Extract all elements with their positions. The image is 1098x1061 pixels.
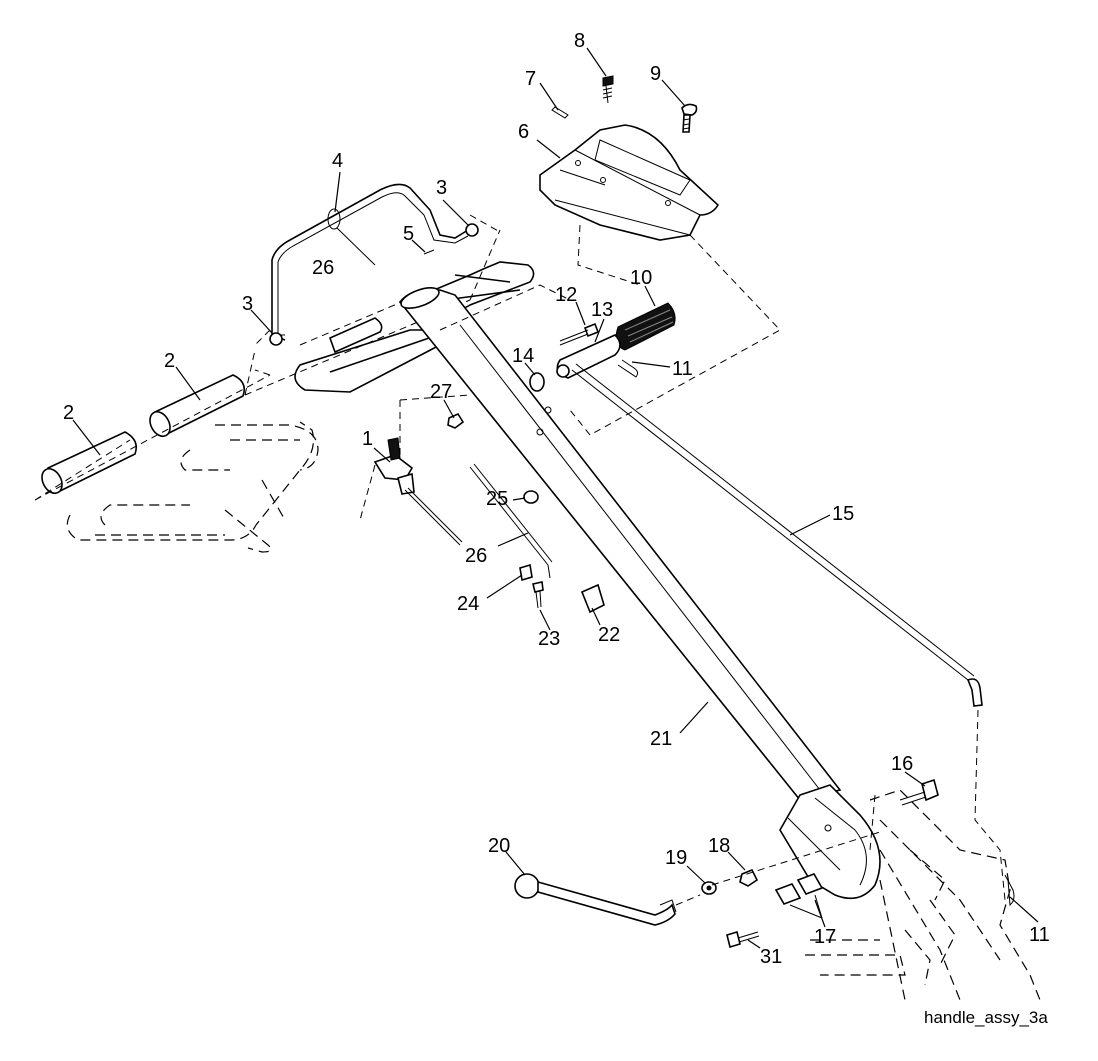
callout-20: 20 (488, 835, 510, 857)
pin-5 (423, 249, 435, 255)
callout-17: 17 (814, 926, 836, 948)
bolt-16 (899, 778, 939, 806)
hairpin-upper (617, 359, 639, 378)
bolt-31 (726, 930, 760, 949)
retainer-upper (465, 223, 479, 237)
grip-lower (41, 431, 138, 495)
callout-2-lower: 2 (63, 402, 74, 424)
callout-26-upper: 26 (312, 257, 334, 279)
callout-11-upper: 11 (672, 358, 693, 380)
pad-17a (774, 883, 802, 905)
lever-bracket (373, 437, 463, 546)
callout-11-lower: 11 (1029, 924, 1050, 946)
callout-22: 22 (598, 624, 620, 646)
callout-3-lower: 3 (242, 293, 253, 315)
callout-16: 16 (891, 753, 913, 775)
callout-4: 4 (332, 150, 343, 172)
clip-22 (580, 583, 605, 614)
callout-26-lower: 26 (465, 545, 487, 567)
callout-10: 10 (630, 267, 652, 289)
handle-bottom-bracket (779, 784, 881, 900)
callout-7: 7 (525, 68, 536, 90)
handle-tube (398, 287, 842, 801)
frame-outline (805, 789, 1041, 1001)
callout-25: 25 (486, 488, 508, 510)
callout-14: 14 (512, 345, 534, 367)
callout-27: 27 (430, 381, 452, 403)
callout-21: 21 (650, 728, 672, 750)
hairpin-lower (1004, 874, 1015, 907)
callout-23: 23 (538, 628, 560, 650)
shield-bolt (681, 103, 698, 133)
nut-25 (523, 490, 539, 504)
ghost-handlebar-outline (66, 421, 319, 553)
spacer (529, 372, 545, 392)
nut-27 (447, 412, 465, 429)
callout-19: 19 (665, 847, 687, 869)
control-rod (271, 183, 469, 341)
callout-18: 18 (708, 835, 730, 857)
shift-grip (615, 302, 676, 351)
callout-5: 5 (403, 223, 414, 245)
shield (539, 124, 720, 241)
grip-upper (149, 374, 246, 438)
pivot-tube (556, 334, 621, 379)
callout-15: 15 (832, 503, 854, 525)
callout-8: 8 (574, 30, 585, 52)
callout-12: 12 (555, 284, 577, 306)
nut-18 (739, 868, 759, 887)
diagram-caption: handle_assy_3a (924, 1008, 1048, 1027)
cable-26-upper (327, 208, 376, 266)
callout-31: 31 (760, 946, 782, 968)
callout-2-upper: 2 (164, 350, 175, 372)
shift-lever (514, 873, 677, 926)
washer-19 (701, 881, 717, 895)
screw-23 (532, 581, 544, 609)
callout-9: 9 (650, 63, 661, 85)
pivot-bolt (559, 322, 600, 346)
pad-17b (796, 873, 824, 895)
shield-screw (602, 75, 614, 104)
leader-lines (72, 47, 1039, 949)
shield-washer (551, 106, 569, 119)
clamp-24 (519, 563, 533, 582)
callout-6: 6 (518, 121, 529, 143)
retainer-lower (269, 332, 283, 346)
callout-24: 24 (457, 593, 479, 615)
callout-1: 1 (362, 428, 373, 450)
cable-26-lower (469, 463, 553, 579)
callout-3-upper: 3 (436, 177, 447, 199)
callout-13: 13 (591, 299, 613, 321)
callout-labels: 1 2 2 3 3 4 5 6 7 8 9 10 11 11 12 13 14 … (63, 30, 1050, 968)
shift-rod (571, 363, 983, 707)
